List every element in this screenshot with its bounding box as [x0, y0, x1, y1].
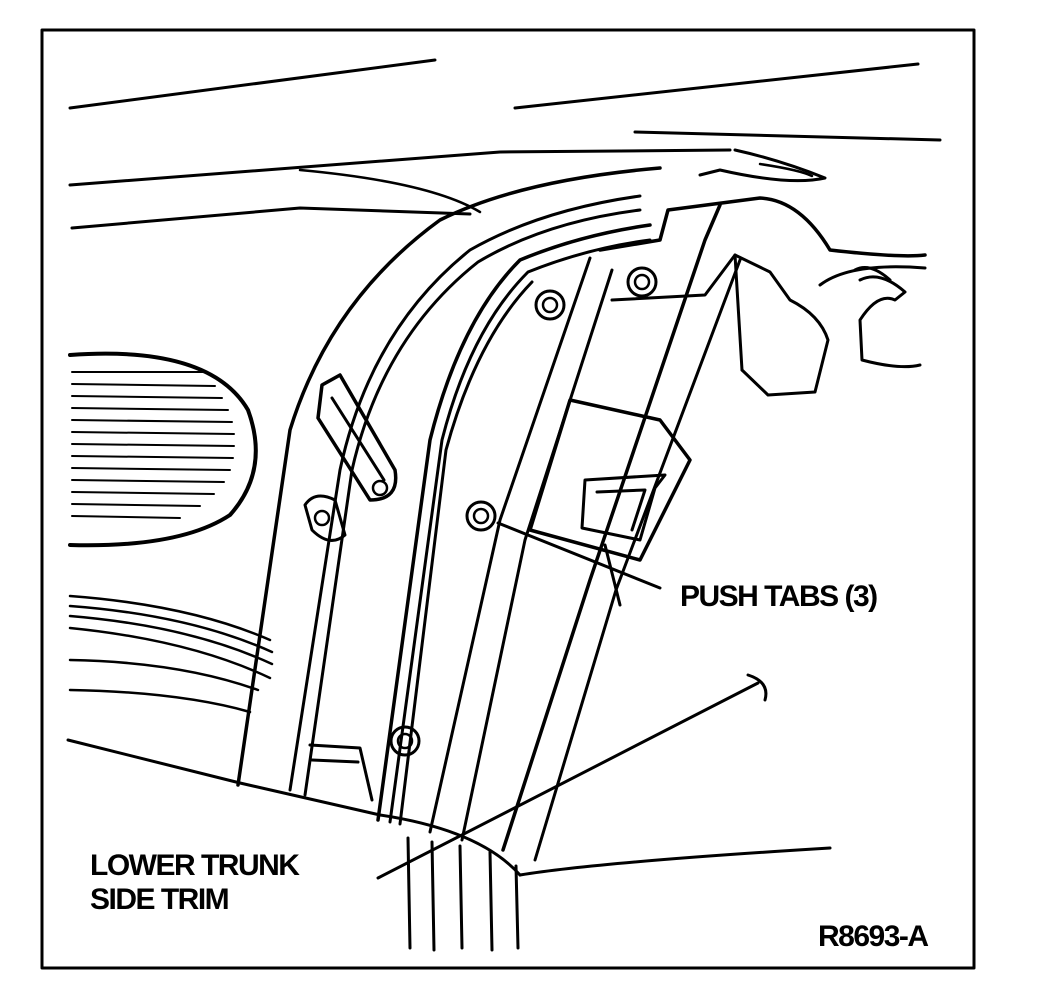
lower-trim-contours — [66, 594, 832, 877]
push-tabs-callout: PUSH TABS (3) — [680, 580, 878, 613]
belt-guide — [303, 373, 398, 542]
figure-frame — [40, 28, 976, 970]
speaker-grille — [68, 351, 258, 548]
lower-trunk-side-trim-callout-line1: LOWER TRUNK — [90, 849, 300, 882]
lower-trunk-side-trim-callout-line2: SIDE TRIM — [90, 883, 230, 916]
trim-clip — [528, 398, 692, 562]
leader-lines — [376, 521, 768, 880]
push-tab-holes — [389, 289, 566, 757]
pillar-trim-panel — [236, 166, 742, 952]
package-shelf-lines — [68, 58, 942, 230]
upper-bracket — [598, 196, 927, 397]
figure-code: R8693-A — [818, 920, 929, 953]
